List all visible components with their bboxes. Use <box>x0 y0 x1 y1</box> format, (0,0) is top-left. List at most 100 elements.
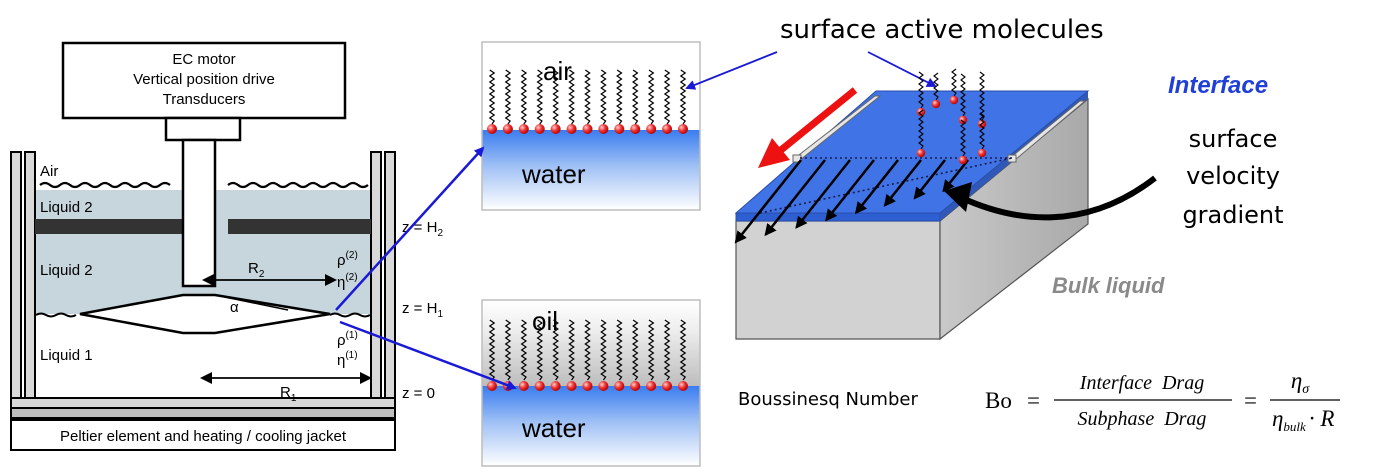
interface-molecule-head <box>916 148 926 158</box>
surfactant-tail <box>663 319 671 381</box>
surfactant-head <box>630 381 641 391</box>
surfactant-head <box>646 381 657 391</box>
surfactant-head <box>518 124 529 134</box>
air-wave-left <box>39 181 171 189</box>
surfactant-tail <box>616 69 623 125</box>
interface-molecule-tail <box>960 119 966 157</box>
surfactant-tail <box>616 319 623 381</box>
surfactant-head <box>582 381 593 391</box>
surfactant-head <box>502 124 513 134</box>
surfactant-tail <box>568 69 575 125</box>
interface-molecule-head <box>958 115 968 125</box>
velocity-arrow <box>913 159 946 200</box>
surface-active-label: surface active molecules <box>780 15 1104 45</box>
vessel-right-wall-inner <box>370 151 382 411</box>
surfactant-head <box>678 381 688 391</box>
surfactant-head <box>614 124 625 134</box>
motor-box <box>61 41 347 120</box>
interface-molecule-tail <box>933 72 939 101</box>
dark-bar-right <box>228 219 371 234</box>
eta2-label: η(2) <box>337 272 358 291</box>
surfactant-tail <box>520 319 528 381</box>
rho2-label: ρ(2) <box>337 250 358 269</box>
rho1-label: ρ(1) <box>337 330 358 349</box>
surfactant-head <box>566 381 577 391</box>
velocity-arrow <box>883 159 922 207</box>
surfactant-head <box>662 124 673 134</box>
interface-molecule-head <box>958 155 968 165</box>
z-h1-label: z = H1 <box>402 300 443 320</box>
air-water-panel: air water <box>481 41 701 211</box>
sheet-front-edge <box>735 212 941 222</box>
liquid-2-lower-label: Liquid 2 <box>40 262 93 279</box>
surfactant-head <box>534 124 545 134</box>
oil-phase-label: oil <box>532 306 558 336</box>
red-arrowhead <box>758 138 790 168</box>
water-bottom-label: water <box>521 413 586 443</box>
interface-molecule-tail <box>918 109 924 150</box>
vessel-left-wall-outer <box>10 151 22 411</box>
surfactant-tail <box>600 319 607 381</box>
z-0-label: z = 0 <box>402 385 435 402</box>
velocity-arrow <box>764 159 826 237</box>
velocity-arrow <box>942 159 969 193</box>
surfactant-tail <box>584 69 591 125</box>
surfactant-tail <box>504 319 512 381</box>
velocity-arrows <box>734 159 969 244</box>
surfactant-head <box>630 124 641 134</box>
alpha-ref-line <box>214 294 289 311</box>
surfactant-head <box>550 381 561 391</box>
surfactant-tail <box>600 69 607 125</box>
surfactant-tail <box>536 319 544 381</box>
surfactant-head <box>582 124 593 134</box>
bulk-liquid-label: Bulk liquid <box>1052 273 1165 298</box>
vessel-left-wall-inner <box>24 151 36 411</box>
motor-line-2: Vertical position drive <box>133 71 275 88</box>
boussinesq-equation: Bo = Interface Drag Subphase Drag = ησ η… <box>985 368 1340 434</box>
surfactant-tail <box>488 69 496 125</box>
eq-den-2: ηbulk· R <box>1272 406 1334 434</box>
eq-den-1: Subphase Drag <box>1078 408 1207 430</box>
eq-bo: Bo <box>985 388 1012 413</box>
gradient-label-2: velocity <box>1186 162 1280 190</box>
surfactant-tail <box>536 69 544 125</box>
surfactant-tail <box>679 69 687 125</box>
liquid-1-label: Liquid 1 <box>40 347 93 364</box>
vessel-right-wall-outer <box>384 151 396 411</box>
surfactant-chains <box>487 69 688 134</box>
surfactant-head <box>662 381 673 391</box>
eq-equals-1: = <box>1027 388 1040 413</box>
jacket-box <box>10 419 396 451</box>
surfactant-tail <box>504 69 512 125</box>
air-wave-right <box>227 181 369 189</box>
shaft <box>181 138 217 288</box>
interface-label: Interface <box>1168 72 1268 99</box>
z-h2-label: z = H2 <box>402 219 443 239</box>
interface-molecule-tail <box>979 112 985 150</box>
surfactant-head <box>566 124 577 134</box>
gradient-pointer-arrow <box>960 175 1157 221</box>
air-phase-label: air <box>543 56 572 86</box>
rheometer-apparatus: EC motor Vertical position drive Transdu… <box>10 41 443 451</box>
interface-molecule-tail <box>960 73 966 117</box>
alpha-label: α <box>230 299 239 316</box>
surfactant-tail <box>552 69 559 125</box>
r1-label: R1 <box>280 384 297 404</box>
interface-molecule-head <box>949 95 959 105</box>
r2-label: R2 <box>248 260 265 280</box>
surfactant-head <box>598 124 609 134</box>
gradient-label-1: surface <box>1189 125 1278 153</box>
motor-line-1: EC motor <box>172 51 235 68</box>
surfactant-tail <box>568 319 575 381</box>
block-front <box>735 220 941 340</box>
surfactant-head <box>487 124 497 134</box>
interface-molecule-head <box>931 99 941 109</box>
eq-num-2: ησ <box>1291 368 1310 397</box>
jacket-label: Peltier element and heating / cooling ja… <box>60 428 347 445</box>
motor-line-3: Transducers <box>163 91 246 108</box>
interface-molecule-tail <box>918 71 924 109</box>
surfactant-head <box>598 381 609 391</box>
eq-equals-2: = <box>1244 388 1257 413</box>
gradient-pointer-head <box>944 182 972 212</box>
